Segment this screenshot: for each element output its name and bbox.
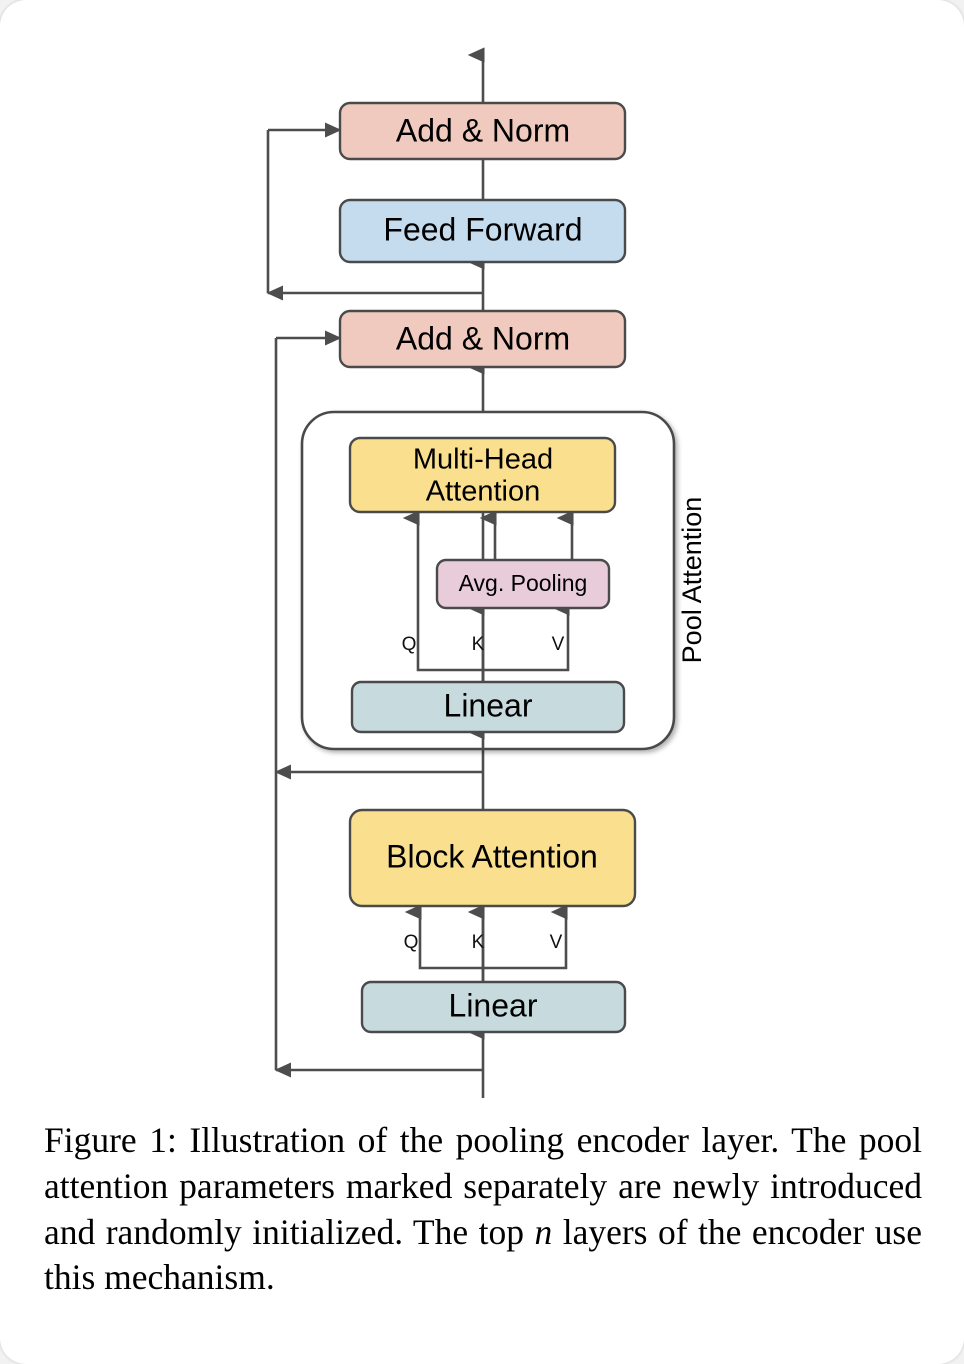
linear-pool-label: Linear [444, 687, 533, 723]
add-norm-mid-box[interactable] [338, 309, 627, 369]
block-linear-bottom[interactable]: Linear [360, 980, 627, 1034]
multi-head-attention-label-line1: Multi-Head [413, 444, 553, 476]
qkv-label-block-v: V [550, 932, 563, 953]
diagram-canvas: Add & Norm Feed Forward Add & Norm Multi… [266, 47, 707, 1098]
avg-pooling-label: Avg. Pooling [459, 570, 588, 596]
pool-attention-group-label: Pool Attention [677, 497, 707, 664]
wire-block-q [404, 904, 485, 982]
qkv-wires-pool-overlay [402, 510, 574, 749]
add-norm-mid-label: Add & Norm [396, 320, 570, 356]
residual-lower [274, 330, 483, 1078]
qkv-labels-pool: Q K V [402, 634, 565, 655]
multi-head-attention-label-line2: Attention [426, 476, 540, 508]
block-multi-head-attention[interactable]: Multi-Head Attention [348, 436, 617, 514]
qkv-wires-block [404, 904, 568, 982]
block-attention-box[interactable] [348, 808, 637, 908]
add-norm-top-box[interactable] [338, 101, 627, 161]
block-linear-pool[interactable]: Linear [350, 680, 626, 734]
linear-bottom-box[interactable] [360, 980, 627, 1034]
wire-pool-v-overlay [483, 600, 570, 672]
linear-bottom-label: Linear [449, 987, 538, 1023]
feed-forward-box[interactable] [338, 198, 627, 264]
qkv-labels-block: Q K V [404, 932, 563, 953]
block-block-attention[interactable]: Block Attention [348, 808, 637, 908]
block-add-norm-top[interactable]: Add & Norm [338, 101, 627, 161]
caption-text-part2: layers of the encoder use this mechanism… [44, 1211, 922, 1298]
qkv-label-block-q: Q [404, 932, 419, 953]
feed-forward-label: Feed Forward [383, 211, 582, 247]
add-norm-top-label: Add & Norm [396, 112, 570, 148]
block-attention-label: Block Attention [386, 838, 598, 874]
figure-caption: Figure 1: Illustration of the pooling en… [44, 1118, 922, 1301]
qkv-label-pool-k: K [472, 634, 485, 655]
linear-pool-box[interactable] [350, 680, 626, 734]
multi-head-attention-box[interactable] [348, 436, 617, 514]
encoder-layer-diagram: Add & Norm Feed Forward Add & Norm Multi… [266, 47, 707, 1098]
qkv-label-pool-q: Q [402, 634, 417, 655]
block-feed-forward[interactable]: Feed Forward [338, 198, 627, 264]
qkv-label-pool-v: V [552, 634, 565, 655]
block-add-norm-mid[interactable]: Add & Norm [338, 309, 627, 369]
residual-upper [266, 122, 483, 301]
block-avg-pooling[interactable]: Avg. Pooling [435, 558, 611, 610]
wire-block-v [483, 904, 568, 970]
caption-text-part1: Figure 1: Illustration of the pooling en… [44, 1120, 922, 1252]
avg-pooling-box[interactable] [435, 558, 611, 610]
qkv-label-block-k: K [472, 932, 485, 953]
caption-variable-n: n [534, 1211, 553, 1252]
